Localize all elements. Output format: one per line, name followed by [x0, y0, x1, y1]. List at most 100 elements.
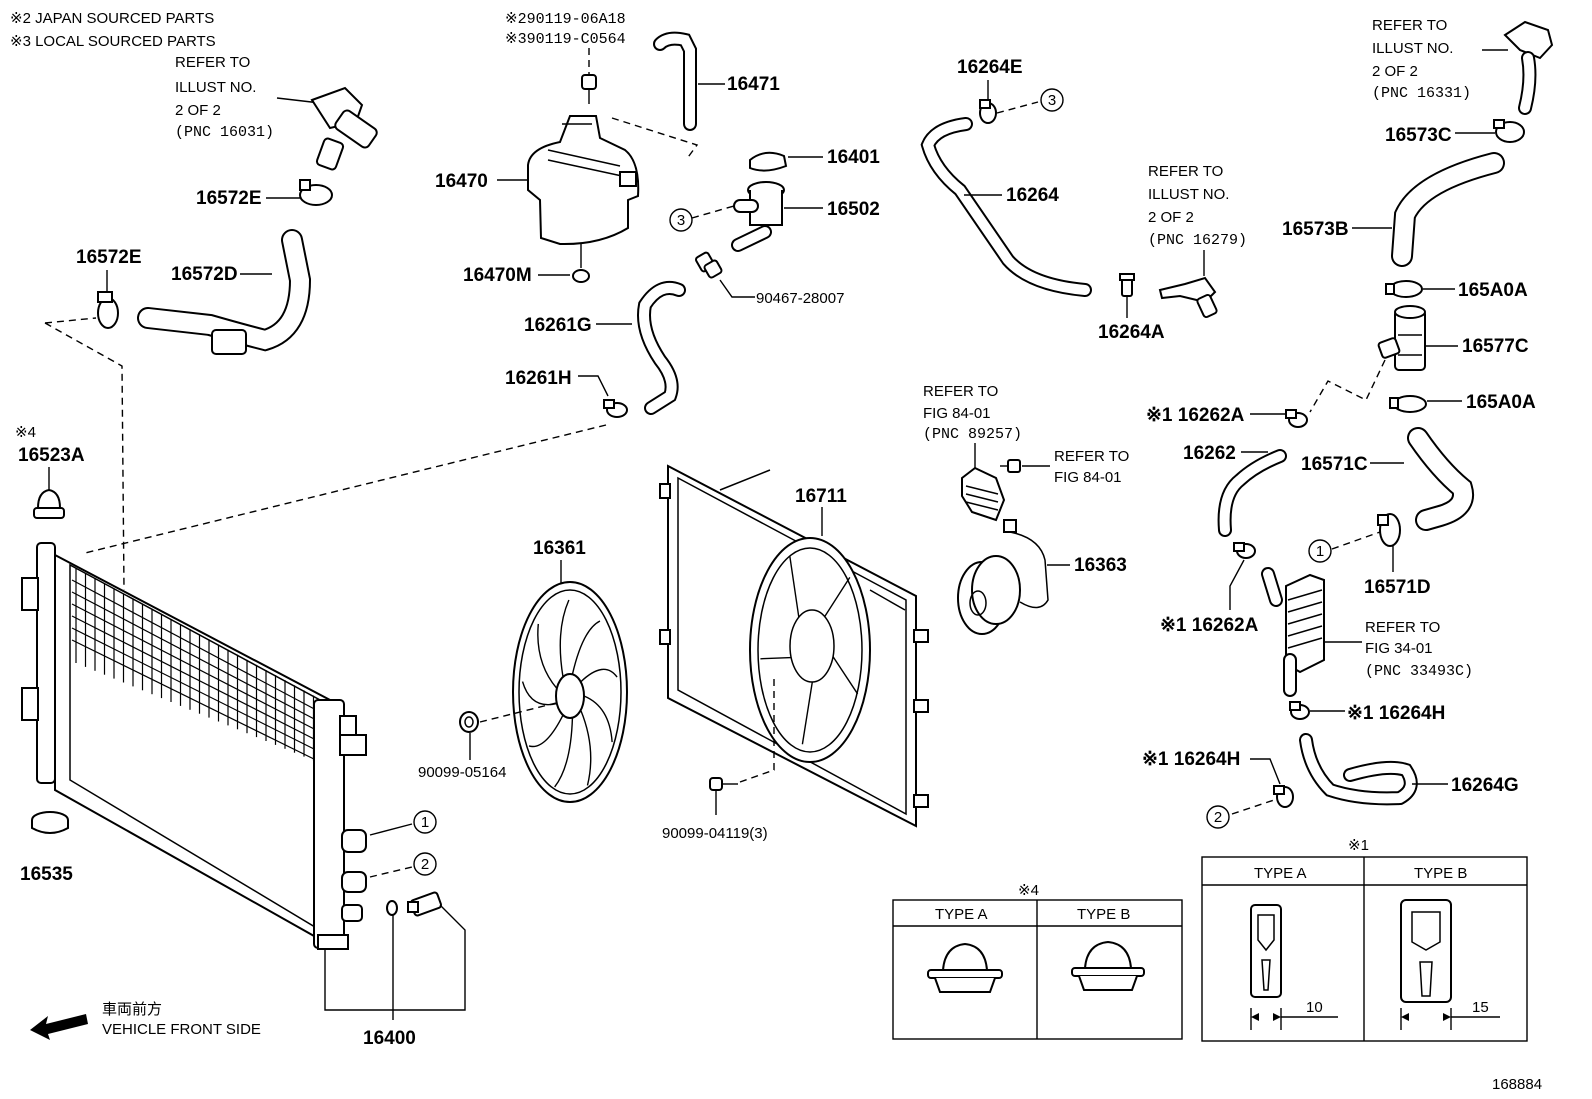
radiator [21, 542, 367, 950]
note-local: ※3 LOCAL SOURCED PARTS [10, 33, 216, 50]
clip-90467 [695, 251, 723, 279]
label-16261H: 16261H [505, 368, 572, 389]
refer-16279: REFER TO ILLUST NO. 2 OF 2 (PNC 16279) [1148, 163, 1247, 249]
t1-mark: ※1 [1348, 837, 1369, 854]
ref-circle-3-filler [669, 208, 693, 232]
svg-text:FIG 84-01: FIG 84-01 [1054, 469, 1122, 486]
clamp-16262A-top [1285, 409, 1308, 428]
bolt-top [581, 74, 597, 104]
svg-text:ILLUST NO.: ILLUST NO. [175, 79, 256, 96]
ref-circle-2-radiator [413, 852, 437, 876]
ref-circle-1-cooler [1308, 539, 1332, 563]
label-16577C: 16577C [1462, 336, 1529, 357]
svg-text:TYPE A: TYPE A [1254, 865, 1307, 882]
grommet-16470M [572, 269, 590, 283]
refer-8401: REFER TO FIG 84-01 [1054, 448, 1129, 486]
ref-circle-2-lower [1206, 805, 1230, 829]
reservoir-16470 [527, 115, 640, 246]
t4-mark: ※4 [1018, 882, 1039, 899]
clamp-16571D [1377, 513, 1401, 547]
ref-circle-1-radiator [413, 810, 437, 834]
hose-16264 [920, 117, 1092, 297]
note-code2: ※290119-06A18 [505, 11, 626, 28]
table-type1: TYPE A TYPE B 10 15 [1201, 856, 1528, 1042]
drain-plug-16400 [386, 891, 443, 917]
svg-text:FIG 84-01: FIG 84-01 [923, 405, 991, 422]
svg-text:REFER TO: REFER TO [1365, 619, 1440, 636]
label-16523A: 16523A [18, 445, 85, 466]
label-16471: 16471 [727, 74, 780, 95]
svg-text:REFER TO: REFER TO [1054, 448, 1129, 465]
joint-16279 [1158, 276, 1218, 319]
hose-16264G [1299, 733, 1418, 806]
cap-type-b-icon [1071, 940, 1145, 991]
label-16572E-top: 16572E [196, 188, 262, 209]
label-16470: 16470 [435, 171, 488, 192]
nut-90099-05164 [459, 711, 479, 733]
svg-text:10: 10 [1306, 999, 1323, 1016]
filler-16502 [731, 181, 785, 252]
label-16401: 16401 [827, 147, 880, 168]
cap-16401 [749, 151, 788, 172]
refer-89257: REFER TO FIG 84-01 (PNC 89257) [923, 383, 1022, 443]
label-16535: 16535 [20, 864, 73, 885]
hose-16262 [1217, 449, 1287, 537]
svg-text:REFER TO: REFER TO [1372, 17, 1447, 34]
label-90099-05164: 90099-05164 [418, 764, 506, 781]
label-16571D: 16571D [1364, 577, 1431, 598]
label-16470M: 16470M [463, 265, 532, 286]
label-90467: 90467-28007 [756, 290, 844, 307]
label-16573C: 16573C [1385, 125, 1452, 146]
clamp-16572E-left [97, 291, 119, 329]
label-16264E: 16264E [957, 57, 1023, 78]
refer-33493: REFER TO FIG 34-01 (PNC 33493C) [1365, 619, 1473, 680]
label-16264H-bottom: ※1 16264H [1142, 749, 1240, 770]
label-16711: 16711 [795, 486, 847, 507]
label-16264A: 16264A [1098, 322, 1165, 343]
clamp-165A0A-top [1385, 280, 1423, 298]
cap-16523A [33, 488, 65, 519]
label-16571C: 16571C [1301, 454, 1368, 475]
ref-circle-3-hose [1040, 88, 1064, 112]
label-16262: 16262 [1183, 443, 1236, 464]
hose-16573B [1391, 152, 1505, 267]
mark-16523A: ※4 [15, 424, 36, 441]
clamp-16264E [979, 99, 997, 124]
label-16361: 16361 [533, 538, 586, 559]
svg-text:TYPE B: TYPE B [1077, 906, 1130, 923]
clip-16264A [1119, 273, 1135, 297]
pipe-16471 [653, 31, 697, 131]
fan-motor-16363 [957, 519, 1049, 635]
fan-controller [961, 466, 1006, 522]
svg-text:(PNC 33493C): (PNC 33493C) [1365, 663, 1473, 680]
label-16363: 16363 [1074, 555, 1127, 576]
bolt-90099-04119 [709, 777, 738, 791]
cap-16535 [31, 811, 69, 834]
clamp-16262A-bottom [1233, 542, 1256, 559]
fan-16361 [512, 581, 628, 803]
label-90099-04119: 90099-04119(3) [662, 825, 768, 842]
svg-text:(PNC 16279): (PNC 16279) [1148, 232, 1247, 249]
front-arrow-icon [30, 1014, 88, 1040]
clamp-165A0A-bottom [1389, 395, 1427, 413]
label-16400: 16400 [363, 1028, 416, 1049]
clip-type-b-icon [1400, 899, 1452, 1003]
oil-cooler-33493C [1261, 567, 1325, 697]
label-16502: 16502 [827, 199, 880, 220]
label-16262A-top: ※1 16262A [1146, 405, 1245, 426]
label-16264G: 16264G [1451, 775, 1519, 796]
clamp-16264H-top [1289, 701, 1310, 720]
svg-text:1: 1 [1316, 543, 1324, 560]
svg-text:ILLUST NO.: ILLUST NO. [1148, 186, 1229, 203]
label-16573B: 16573B [1282, 219, 1349, 240]
svg-text:REFER TO: REFER TO [1148, 163, 1223, 180]
svg-text:2: 2 [421, 856, 429, 873]
svg-text:3: 3 [677, 212, 685, 229]
front-jp: 車両前方 [102, 1001, 162, 1018]
label-16264: 16264 [1006, 185, 1059, 206]
svg-text:(PNC 89257): (PNC 89257) [923, 426, 1022, 443]
svg-text:REFER TO: REFER TO [923, 383, 998, 400]
svg-text:2 OF 2: 2 OF 2 [1372, 63, 1418, 80]
